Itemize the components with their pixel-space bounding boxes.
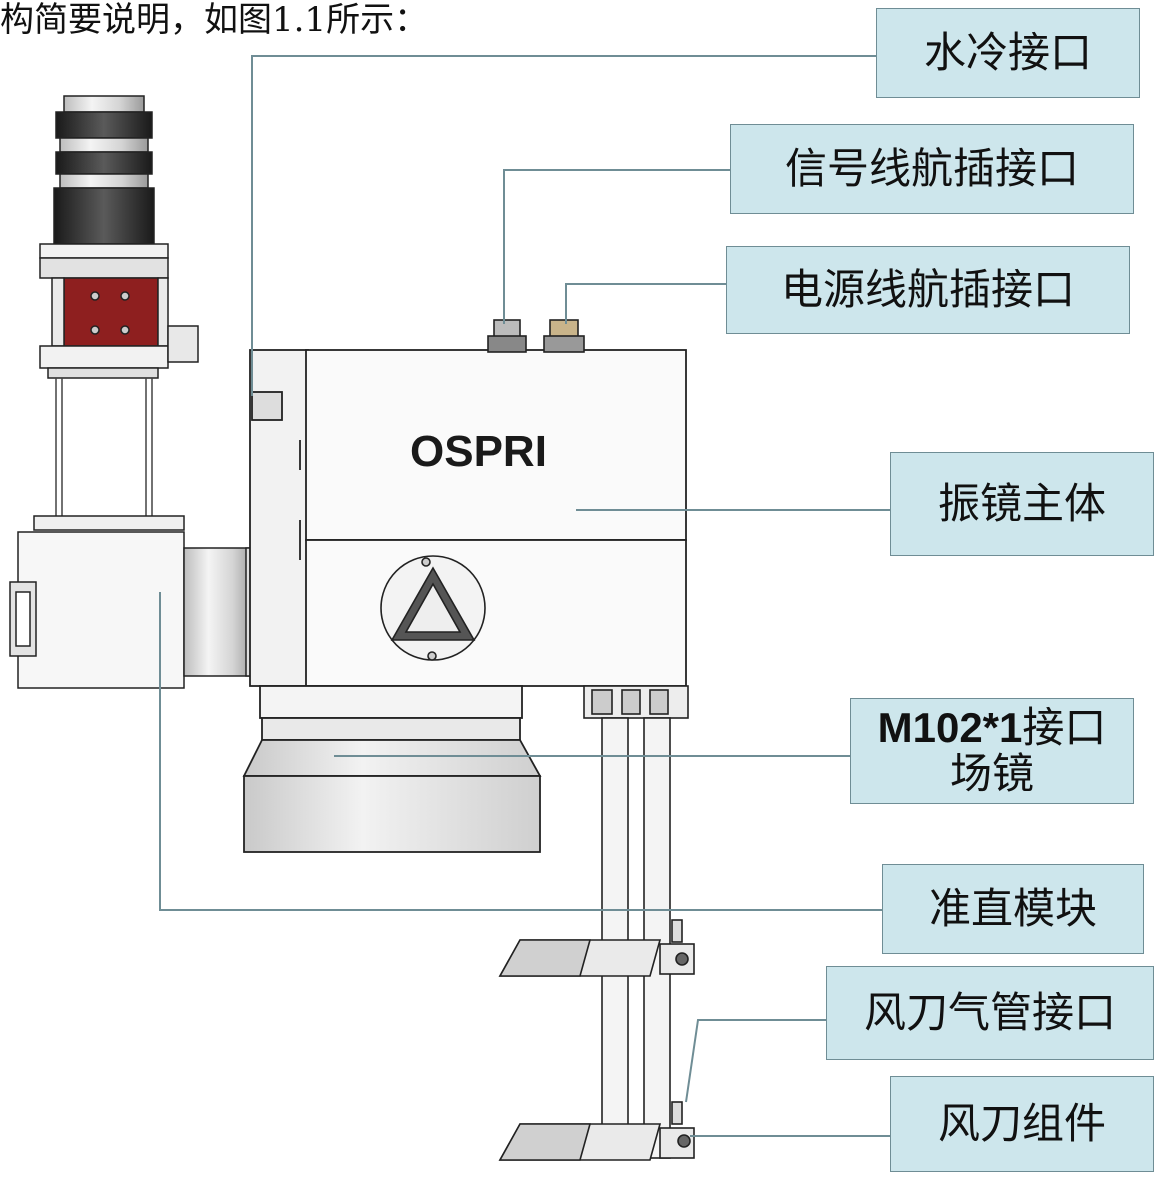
label-field-lens-spec: M102*1 <box>877 704 1023 751</box>
brand-logo: OSPRI <box>410 427 547 476</box>
label-field-lens-interface: M102*1接口 场镜 <box>850 698 1134 804</box>
label-field-lens-line2: 场镜 <box>949 749 1034 798</box>
label-air-knife-assembly: 风刀组件 <box>890 1076 1154 1172</box>
top-connectors <box>487 319 585 353</box>
label-power-plug-port: 电源线航插接口 <box>726 246 1130 334</box>
label-water-cooling-port: 水冷接口 <box>876 8 1140 98</box>
label-field-lens-line1: M102*1接口 <box>878 705 1107 751</box>
air-knife-drawing <box>498 685 695 1161</box>
label-collimator-module: 准直模块 <box>882 864 1144 954</box>
field-lens-drawing <box>242 717 542 853</box>
collimator-module <box>9 515 285 689</box>
label-field-lens-interface-text: 接口 <box>1022 703 1107 752</box>
label-air-knife-pipe-port: 风刀气管接口 <box>826 966 1154 1060</box>
label-signal-plug-port: 信号线航插接口 <box>730 124 1134 214</box>
label-galvo-body: 振镜主体 <box>890 452 1154 556</box>
caption-text: 构简要说明，如图1.1所示： <box>0 0 429 40</box>
leader-lines <box>159 55 890 1137</box>
galvo-window <box>380 555 486 661</box>
camera-module <box>39 95 199 379</box>
galvo-body-drawing <box>249 349 687 719</box>
